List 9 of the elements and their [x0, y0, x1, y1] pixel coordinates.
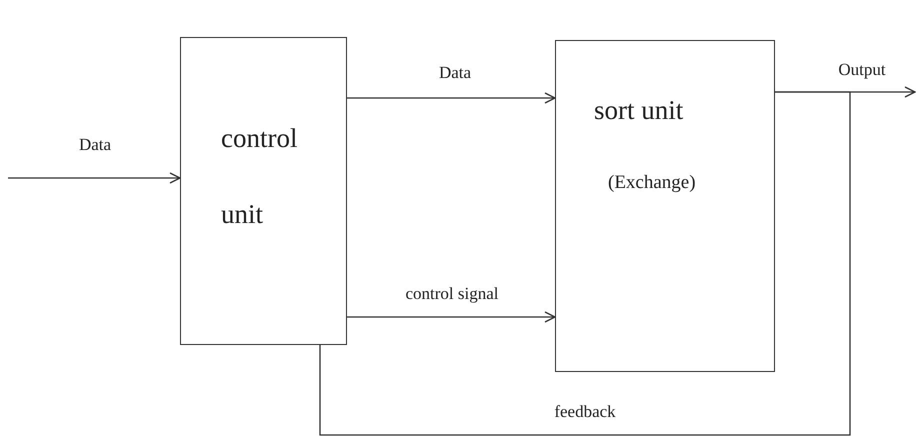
unit-box [555, 40, 775, 372]
arrow [347, 92, 556, 104]
edge-label: control signal [404, 284, 500, 304]
unit-title: control unit [221, 122, 298, 231]
unit-subtitle: (Exchange) [608, 171, 697, 195]
arrow [347, 311, 556, 323]
unit-title: sort unit [594, 94, 684, 127]
arrow [8, 172, 181, 184]
unit-box [180, 37, 347, 345]
